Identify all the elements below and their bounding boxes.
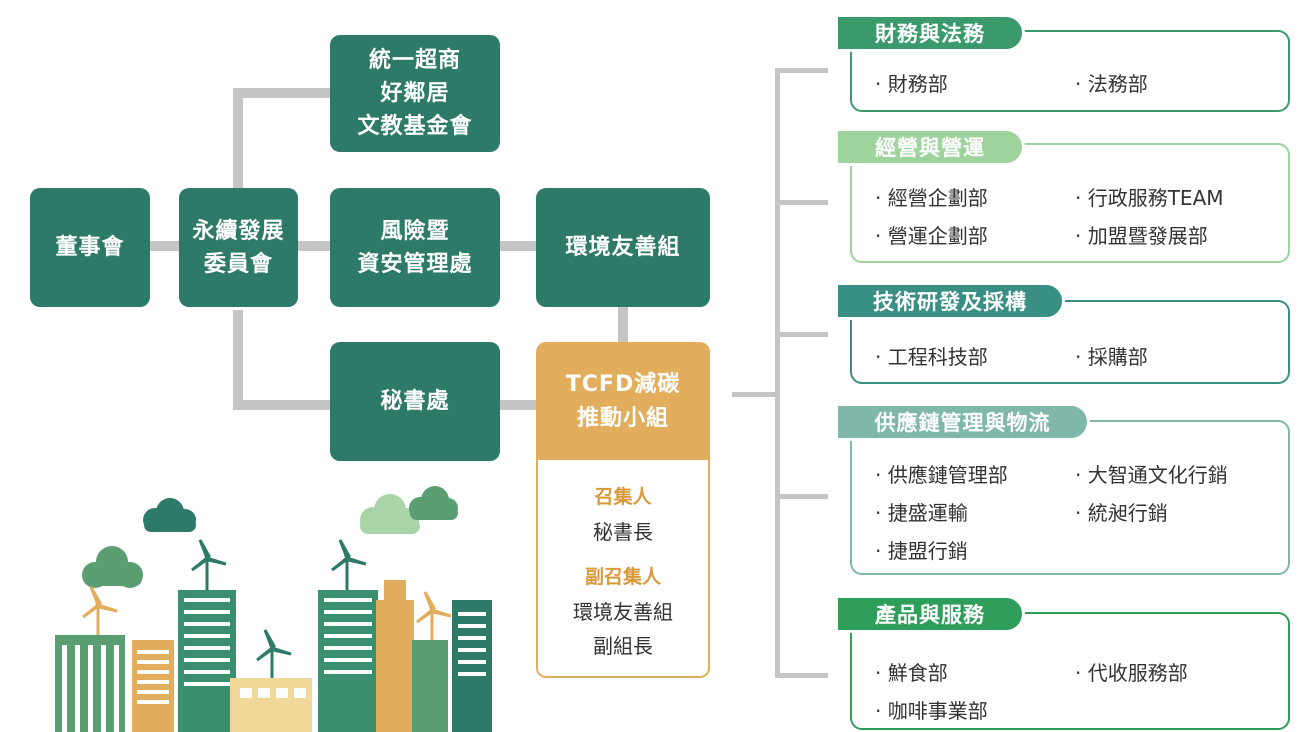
city-illustration — [55, 486, 492, 732]
cloud-icon — [143, 498, 196, 532]
bracket-tick-2 — [775, 200, 828, 205]
foundation-label-line1: 統一超商 — [368, 48, 461, 73]
connector-board-committee — [150, 241, 180, 251]
group-operations-item: ‧ 加盟暨發展部 — [1075, 224, 1208, 248]
deputy-value-line1: 環境友善組 — [573, 600, 673, 624]
connector-to-foundation — [233, 88, 331, 98]
connector-committee-trunk-bottom — [233, 310, 243, 410]
tcfd-node: TCFD減碳 推動小組 — [536, 342, 710, 462]
cloud-icon — [409, 486, 458, 520]
group-products-item: ‧ 代收服務部 — [1075, 661, 1188, 685]
connector-to-secretariat — [233, 400, 331, 410]
foundation-label-line2: 好鄰居 — [380, 81, 450, 106]
group-tech-item: ‧ 採購部 — [1075, 345, 1148, 369]
tcfd-title-line1: TCFD減碳 — [565, 371, 681, 397]
wind-turbine-icon — [416, 591, 452, 640]
connector-secretariat-tcfd — [500, 400, 537, 410]
group-supply-item: ‧ 大智通文化行銷 — [1075, 463, 1228, 487]
group-supply-title: 供應鏈管理與物流 — [835, 403, 1090, 441]
convener-label: 召集人 — [594, 486, 652, 508]
deputy-value-line2: 副組長 — [593, 634, 653, 658]
group-finance-item: ‧ 財務部 — [875, 72, 948, 96]
wind-turbine-icon — [82, 586, 118, 635]
group-products-item: ‧ 鮮食部 — [875, 661, 948, 685]
bracket-tick-4 — [775, 494, 828, 499]
deputy-label: 副召集人 — [584, 566, 661, 588]
wind-turbine-icon — [331, 539, 367, 590]
group-supply-item: ‧ 統昶行銷 — [1075, 501, 1168, 525]
risk-node: 風險暨 資安管理處 — [330, 188, 500, 307]
group-finance-title: 財務與法務 — [835, 14, 1025, 52]
group-operations-title: 經營與營運 — [835, 128, 1025, 166]
bracket-tick-1 — [775, 68, 828, 73]
connector-risk-env — [500, 241, 537, 251]
committee-label-line2: 委員會 — [203, 251, 273, 277]
group-operations-item: ‧ 營運企劃部 — [875, 224, 988, 248]
group-tech-item: ‧ 工程科技部 — [875, 345, 988, 369]
foundation-node: 統一超商 好鄰居 文教基金會 — [330, 35, 500, 152]
group-operations-item: ‧ 經營企劃部 — [875, 186, 988, 210]
connector-committee-trunk-top — [233, 88, 243, 190]
convener-value: 秘書長 — [593, 520, 653, 544]
board-label: 董事會 — [55, 235, 125, 260]
bracket-tick-3 — [775, 332, 828, 337]
group-supply-item: ‧ 供應鏈管理部 — [875, 463, 1008, 487]
risk-label-line2: 資安管理處 — [357, 251, 473, 277]
wind-turbine-icon — [191, 539, 227, 590]
bracket-tick-5 — [775, 673, 828, 678]
secretariat-label: 秘書處 — [380, 389, 450, 414]
connector-tcfd-bracket — [732, 392, 780, 397]
group-products-title: 產品與服務 — [835, 595, 1025, 633]
connector-env-tcfd — [618, 307, 628, 343]
connector-committee-risk — [298, 241, 330, 251]
cloud-icon — [360, 494, 420, 534]
group-supply-item: ‧ 捷盛運輸 — [875, 501, 968, 525]
board-node: 董事會 — [30, 188, 150, 307]
group-supply-item: ‧ 捷盟行銷 — [875, 539, 968, 563]
group-tech-title: 技術研發及採構 — [835, 282, 1065, 320]
env-node: 環境友善組 — [536, 188, 710, 307]
group-supply-box — [850, 420, 1290, 575]
tree-icon — [82, 546, 143, 588]
wind-turbine-icon — [256, 629, 292, 678]
tcfd-members-panel: 召集人 秘書長 副召集人 環境友善組 副組長 — [536, 460, 710, 678]
risk-label-line1: 風險暨 — [380, 218, 450, 244]
foundation-label-line3: 文教基金會 — [357, 114, 473, 139]
bracket-vertical — [775, 68, 780, 678]
group-finance-item: ‧ 法務部 — [1075, 72, 1148, 96]
group-products-item: ‧ 咖啡事業部 — [875, 699, 988, 723]
env-label: 環境友善組 — [565, 235, 681, 260]
committee-label-line1: 永續發展 — [192, 218, 285, 244]
committee-node: 永續發展 委員會 — [179, 188, 298, 307]
secretariat-node: 秘書處 — [330, 342, 500, 461]
group-operations-item: ‧ 行政服務TEAM — [1075, 186, 1224, 210]
tcfd-title-line2: 推動小組 — [576, 406, 669, 431]
